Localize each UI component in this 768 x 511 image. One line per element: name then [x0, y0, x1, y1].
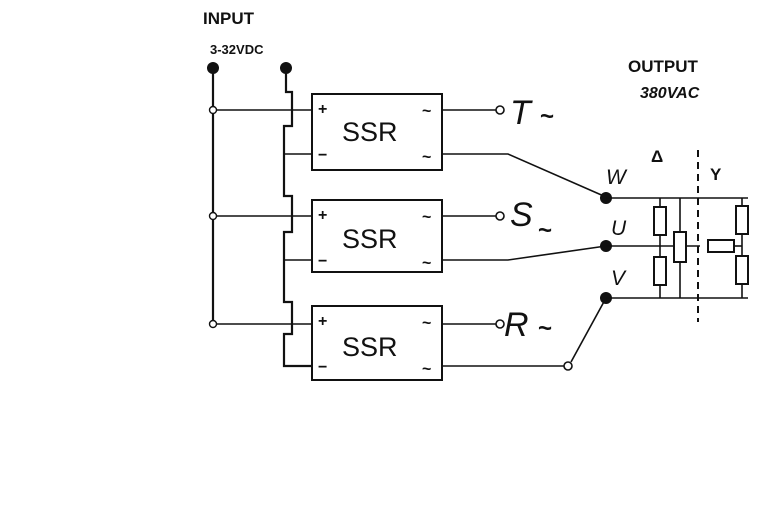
phase-label-r: R [504, 306, 529, 344]
phase-symbol-r: ~ [538, 315, 552, 342]
ssr-minus-label: − [318, 253, 327, 270]
output-wiring [442, 153, 607, 371]
ssr-minus-label: − [318, 147, 327, 164]
ssr-ac-bottom: ~ [422, 361, 431, 378]
ssr-ac-bottom: ~ [422, 255, 431, 272]
ssr-ac-bottom: ~ [422, 149, 431, 166]
output-voltage: 380VAC [640, 85, 700, 102]
output-title: OUTPUT [628, 57, 699, 76]
ssr-ac-top: ~ [422, 315, 431, 332]
terminal-label-w: W [606, 166, 628, 189]
ssr-minus-label: − [318, 359, 327, 376]
ssr-module-t: + − SSR ~ ~ [311, 93, 443, 171]
ssr-label: SSR [342, 224, 398, 254]
delta-label: Δ [651, 147, 663, 166]
negative-bus [282, 68, 312, 368]
ssr-plus-label: + [318, 313, 327, 330]
ssr-module-s: + − SSR ~ ~ [311, 199, 443, 273]
phase-symbol-t: ~ [540, 103, 554, 130]
terminal-label-v: V [611, 267, 627, 290]
positive-bus [208, 68, 312, 329]
terminal-label-u: U [611, 217, 627, 240]
input-voltage: 3-32VDC [210, 42, 264, 57]
phase-symbol-s: ~ [538, 217, 552, 244]
phase-inputs [442, 105, 505, 329]
ssr-ac-top: ~ [422, 103, 431, 120]
ssr-module-r: + − SSR ~ ~ [311, 305, 443, 381]
ssr-label: SSR [342, 332, 398, 362]
ssr-ac-top: ~ [422, 209, 431, 226]
phase-label-s: S [510, 196, 533, 234]
ssr-plus-label: + [318, 101, 327, 118]
phase-label-t: T [510, 94, 533, 132]
ssr-plus-label: + [318, 207, 327, 224]
load-network [606, 150, 749, 322]
input-title: INPUT [203, 9, 255, 28]
star-label: Y [710, 165, 722, 184]
ssr-label: SSR [342, 117, 398, 147]
